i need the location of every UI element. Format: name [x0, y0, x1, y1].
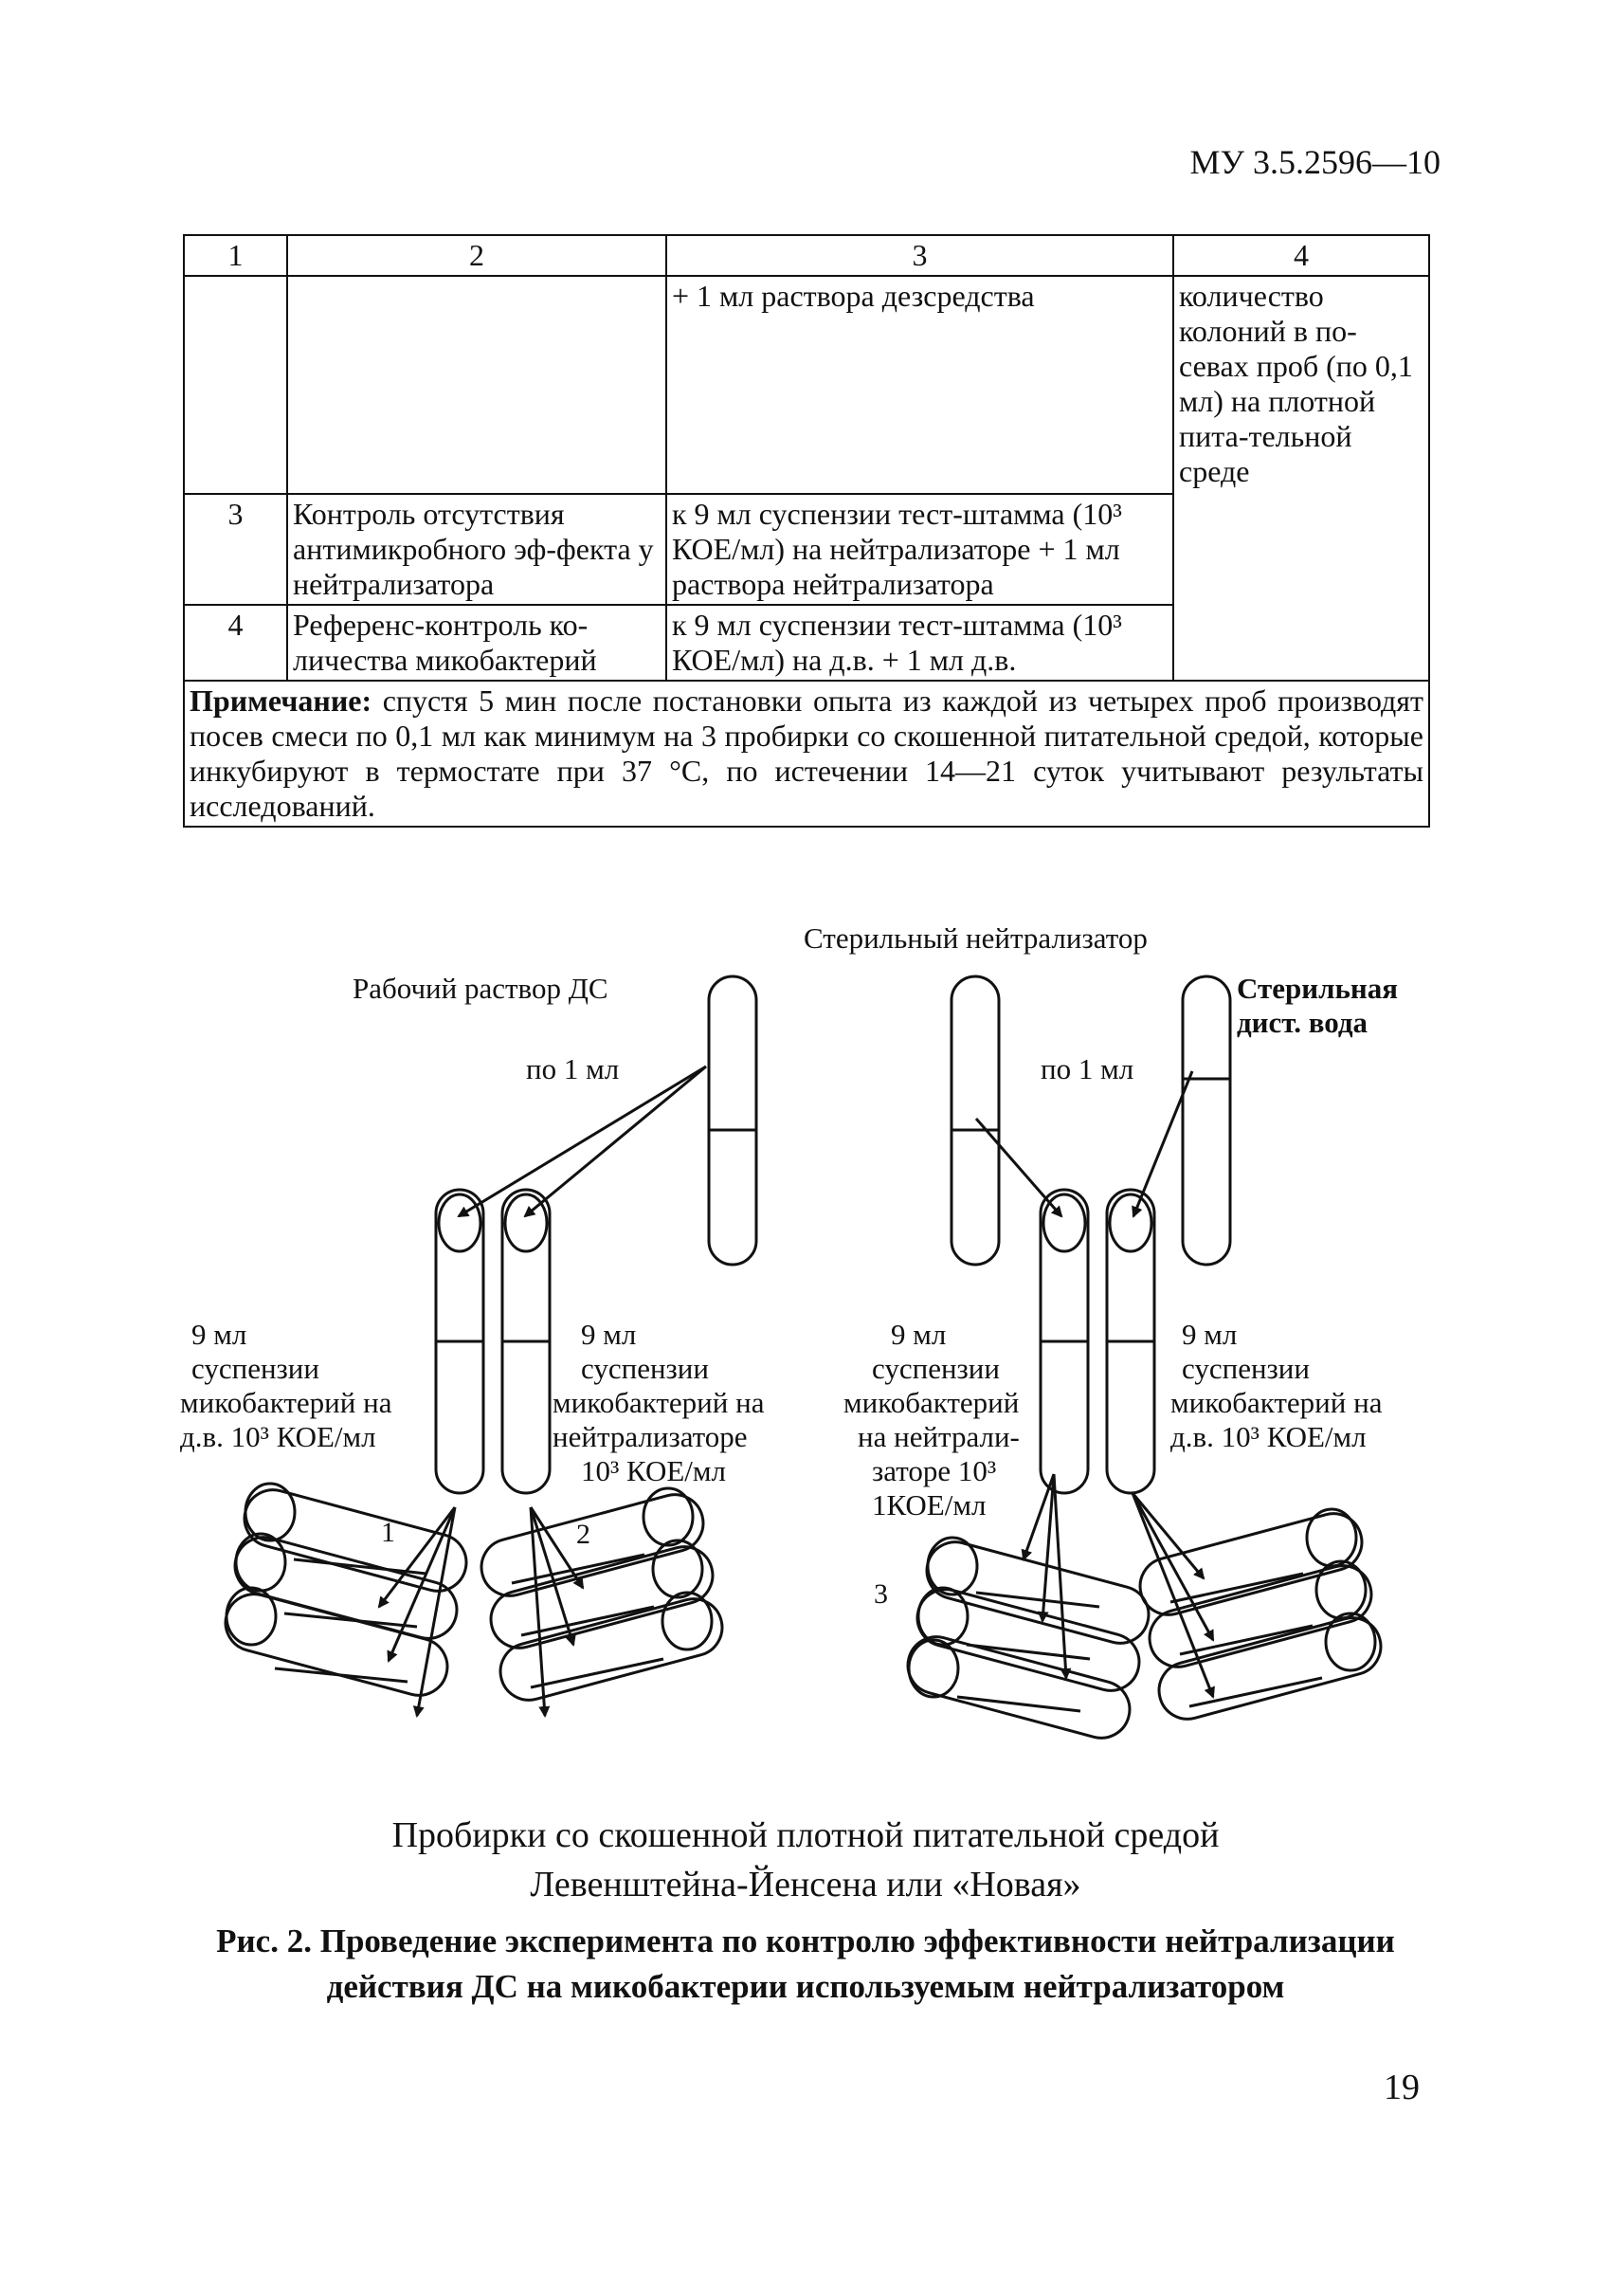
col-header: 1 [183, 234, 288, 277]
group-number: 2 [576, 1519, 590, 1550]
col-header: 3 [665, 234, 1174, 277]
slant-tubes-group-3 [906, 1536, 1151, 1740]
table-header-row: 1 2 3 4 [183, 234, 1430, 277]
col-header: 2 [286, 234, 667, 277]
label-line: нейтрализаторе [553, 1420, 748, 1453]
table-row: + 1 мл раствора дезсредства количество к… [183, 275, 1430, 682]
label-sterile-water: Стерильная дист. вода [1237, 972, 1398, 1040]
label-line: д.в. 10³ КОЕ/мл [1170, 1420, 1367, 1453]
row-number: 4 [183, 604, 288, 682]
group-number: 1 [381, 1517, 395, 1548]
label-1ml-left: по 1 мл [526, 1052, 620, 1085]
label-sterile-neutralizer: Стерильный нейтрализатор [804, 921, 1148, 955]
label-line: д.в. 10³ КОЕ/мл [180, 1420, 376, 1453]
label-line: на нейтрали- [858, 1420, 1020, 1453]
label-line: 10³ КОЕ/мл [581, 1454, 726, 1487]
tube-suspension-2 [500, 1188, 552, 1495]
label-working-solution: Рабочий раствор ДС [353, 972, 608, 1005]
table-row: 4 Референс-контроль ко-личества микобакт… [183, 604, 1429, 682]
label-line: 1КОЕ/мл [872, 1488, 987, 1522]
group-number: 3 [874, 1578, 888, 1610]
tube-sterile-neutralizer [950, 975, 1001, 1266]
label-line: суспензии [191, 1352, 319, 1385]
table-cell: Контроль отсутствия антимикробного эф-фе… [286, 493, 667, 606]
label-line: микобактерий на [1170, 1386, 1383, 1419]
label-line: суспензии [872, 1352, 1000, 1385]
table-cell: + 1 мл раствора дезсредства [665, 275, 1174, 495]
slant-tubes-group-1 [224, 1482, 468, 1697]
label-line: заторе 10³ [872, 1454, 997, 1487]
label-line: 9 мл [1182, 1318, 1238, 1351]
figure-caption: Рис. 2. Проведение эксперимента по контр… [190, 1919, 1422, 2010]
label-tube-1: 9 мл суспензии микобактерий на д.в. 10³ … [180, 1318, 391, 1454]
table-note: Примечание: спустя 5 мин после постановк… [183, 680, 1430, 828]
label-tube-3: 9 мл суспензии микобактерий на нейтрали-… [843, 1318, 1020, 1522]
note-label: Примечание: [190, 683, 372, 718]
page-number: 19 [1384, 2068, 1420, 2107]
tube-suspension-3 [1039, 1188, 1090, 1495]
figure-caption-text: Проведение эксперимента по контролю эффе… [311, 1922, 1395, 1959]
figure-label: Рис. 2. [216, 1922, 312, 1959]
label-sterile-water-line: Стерильная [1237, 972, 1398, 1005]
table-cell: Референс-контроль ко-личества микобактер… [286, 604, 667, 682]
label-line: микобактерий [843, 1386, 1020, 1419]
col-header: 4 [1172, 234, 1430, 277]
slant-tubes-group-4 [1138, 1507, 1383, 1721]
table-cell: к 9 мл суспензии тест-штамма (10³ КОЕ/мл… [665, 493, 1174, 606]
document-code: МУ 3.5.2596—10 [1189, 143, 1441, 181]
figure-subtitle-line: Пробирки со скошенной плотной питательно… [391, 1815, 1220, 1855]
tube-suspension-1 [434, 1188, 485, 1495]
figure-subtitle: Пробирки со скошенной плотной питательно… [190, 1811, 1422, 1909]
slant-tubes-group-2 [480, 1486, 724, 1702]
label-line: 9 мл [191, 1318, 247, 1351]
table-cell [286, 275, 667, 495]
tube-working-solution [707, 975, 758, 1266]
label-line: 9 мл [891, 1318, 947, 1351]
tube-sterile-water [1181, 975, 1232, 1266]
label-tube-2: 9 мл суспензии микобактерий на нейтрализ… [553, 1318, 764, 1488]
label-line: суспензии [1182, 1352, 1310, 1385]
label-sterile-water-line: дист. вода [1237, 1006, 1368, 1039]
label-line: суспензии [581, 1352, 709, 1385]
tube-suspension-4 [1105, 1188, 1156, 1495]
label-1ml-right: по 1 мл [1041, 1052, 1134, 1085]
experiment-table: 1 2 3 4 + 1 мл раствора дезсредства коли… [183, 234, 1430, 828]
table-cell [183, 275, 288, 495]
label-tube-4: 9 мл суспензии микобактерий на д.в. 10³ … [1170, 1318, 1382, 1454]
figure-caption-text: действия ДС на микобактерии используемым… [326, 1968, 1285, 2005]
table-note-row: Примечание: спустя 5 мин после постановк… [183, 680, 1430, 828]
row-number: 3 [183, 493, 288, 606]
figure-subtitle-line: Левенштейна-Йенсена или «Новая» [530, 1865, 1081, 1904]
table-row: 3 Контроль отсутствия антимикробного эф-… [183, 493, 1429, 606]
note-text: спустя 5 мин после постановки опыта из к… [190, 683, 1423, 823]
label-line: микобактерий на [180, 1386, 392, 1419]
table-cell: количество колоний в по-севах проб (по 0… [1172, 275, 1430, 682]
label-line: 9 мл [581, 1318, 637, 1351]
table-cell: к 9 мл суспензии тест-штамма (10³ КОЕ/мл… [665, 604, 1174, 682]
label-line: микобактерий на [553, 1386, 765, 1419]
